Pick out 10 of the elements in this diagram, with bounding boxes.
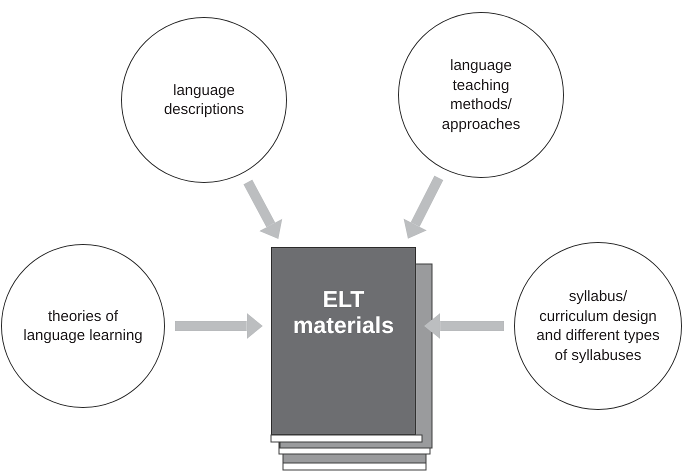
node-label: language teaching methods/ approaches xyxy=(440,56,522,134)
arrow xyxy=(424,313,504,339)
arrow xyxy=(404,176,444,239)
node-label: theories of language learning xyxy=(23,306,143,346)
node-label: ELT materials xyxy=(292,286,395,339)
node-label: syllabus/ curriculum design and different types of syllabuses xyxy=(535,287,661,365)
arrow xyxy=(175,313,263,339)
arrow xyxy=(243,180,282,239)
book-cover xyxy=(271,247,416,435)
node-label: language descriptions xyxy=(162,80,246,120)
